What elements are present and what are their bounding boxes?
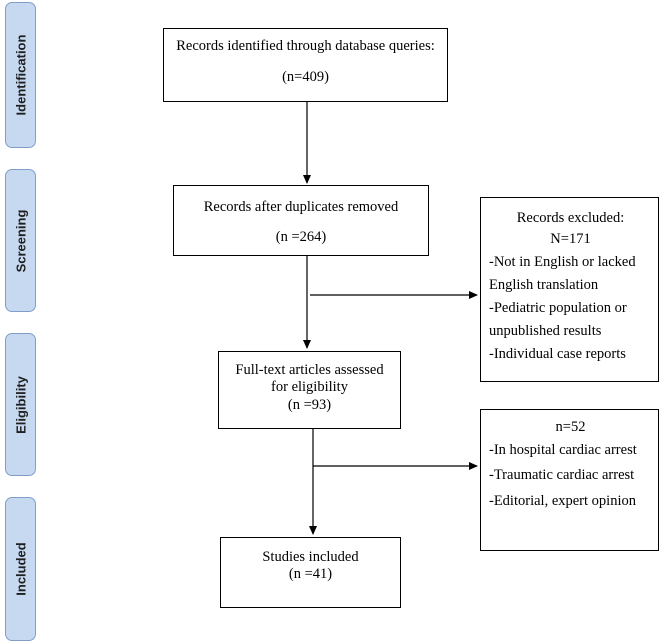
box-studies-included: Studies included (n =41) — [220, 537, 401, 608]
excluded-reason: -Individual case reports — [489, 346, 626, 363]
box-records-excluded: Records excluded: N=171 -Not in English … — [480, 197, 659, 382]
excluded-reason: English translation — [489, 277, 599, 294]
phase-identification: Identification — [5, 2, 36, 148]
screened-title: Records after duplicates removed — [203, 199, 399, 215]
fulltext-count: (n =93) — [287, 396, 332, 413]
excluded-reason: -Pediatric population or — [489, 300, 627, 317]
excluded-fulltext-reason: -In hospital cardiac arrest — [489, 442, 637, 459]
identified-count: (n=409) — [282, 69, 329, 86]
excluded-fulltext-reason: -Traumatic cardiac arrest — [489, 467, 635, 484]
fulltext-line2: for eligibility — [271, 379, 348, 396]
box-records-screened: Records after duplicates removed (n =264… — [173, 185, 429, 256]
box-records-identified: Records identified through database quer… — [163, 28, 448, 102]
screened-count: (n =264) — [275, 229, 327, 246]
box-fulltext-excluded: n=52 -In hospital cardiac arrest -Trauma… — [480, 409, 659, 551]
phase-screening: Screening — [5, 169, 36, 312]
phase-eligibility: Eligibility — [5, 333, 36, 476]
fulltext-line1: Full-text articles assessed — [235, 362, 384, 378]
box-fulltext-assessed: Full-text articles assessed for eligibil… — [218, 351, 401, 429]
identified-title: Records identified through database quer… — [176, 38, 435, 54]
phase-included: Included — [5, 497, 36, 641]
excluded-reason: -Not in English or lacked — [489, 254, 636, 271]
included-count: (n =41) — [288, 566, 333, 583]
excluded-fulltext-reason: -Editorial, expert opinion — [489, 492, 636, 509]
excluded-reason: unpublished results — [489, 323, 602, 340]
excluded-records-title: Records excluded: — [516, 210, 625, 226]
excluded-records-count: N=171 — [550, 231, 591, 248]
excluded-fulltext-count: n=52 — [555, 419, 586, 435]
included-title: Studies included — [262, 549, 359, 565]
